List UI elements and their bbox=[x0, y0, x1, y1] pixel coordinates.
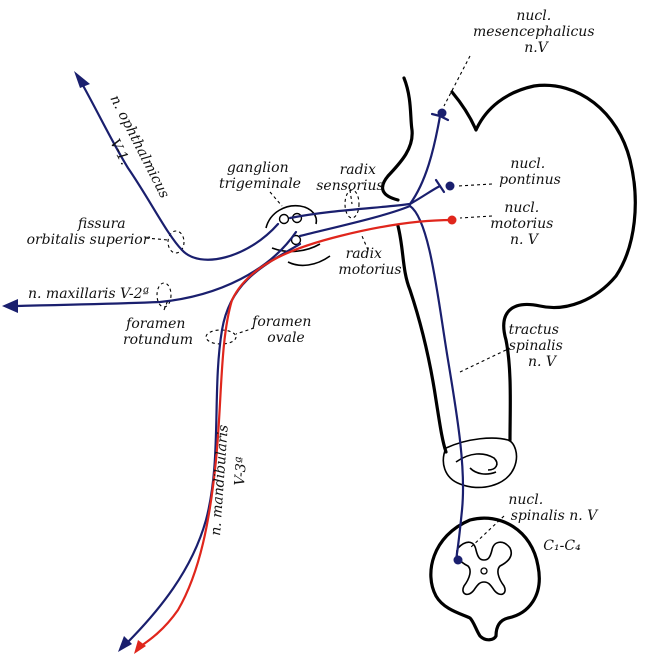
pontine-nucleus bbox=[445, 181, 455, 191]
pontine-terminal bbox=[434, 178, 446, 194]
spinal-cord-section bbox=[429, 516, 541, 642]
label-nucl-spinalis: nucl. spinalis n. V bbox=[508, 492, 599, 524]
leader-lines bbox=[145, 55, 507, 549]
label-cervical-segments: C₁-C₄ bbox=[543, 538, 581, 554]
label-tractus-spinalis: tractus spinalis n. V bbox=[509, 322, 568, 370]
cerebellum-contour bbox=[450, 83, 637, 442]
mesencephalic-tract bbox=[408, 114, 442, 206]
nuclei bbox=[437, 108, 463, 565]
mandibular-arrowhead bbox=[118, 636, 132, 652]
pontine-branch bbox=[408, 184, 442, 206]
label-v3: V-3ª bbox=[232, 456, 250, 487]
mesencephalic-nucleus bbox=[437, 108, 447, 118]
label-nucl-motorius: nucl. motorius n. V bbox=[490, 200, 558, 248]
motor-arrowhead bbox=[134, 640, 146, 654]
fissura-orbitalis-marker bbox=[167, 230, 185, 254]
label-foramen-ovale: foramen ovale bbox=[251, 314, 316, 346]
label-fissura-orbitalis: fissura orbitalis superior bbox=[27, 216, 151, 248]
spinal-cord-outline bbox=[429, 516, 541, 642]
labels: nucl. mesencephalicus n.V nucl. pontinus… bbox=[27, 8, 600, 554]
sensory-root-lower bbox=[298, 204, 412, 238]
foramen-ovale-marker bbox=[205, 329, 237, 345]
motor-pathways bbox=[136, 218, 454, 650]
motor-nucleus bbox=[447, 215, 457, 225]
label-nucl-mesencephalicus: nucl. mesencephalicus n.V bbox=[473, 8, 599, 56]
trigeminal-ganglion bbox=[265, 204, 331, 267]
central-canal bbox=[480, 567, 488, 575]
midbrain-contour bbox=[380, 76, 414, 202]
foramen-rotundum-marker bbox=[156, 282, 172, 308]
label-n-mandibularis: n. mandibularis bbox=[208, 424, 232, 536]
arrowheads bbox=[2, 71, 146, 654]
medulla-section-detail bbox=[455, 453, 498, 475]
label-foramen-rotundum: foramen rotundum bbox=[123, 316, 193, 348]
spinal-tract bbox=[408, 204, 465, 562]
label-ganglion-trigeminale: ganglion trigeminale bbox=[219, 160, 301, 192]
spinal-gray-matter bbox=[455, 541, 513, 596]
motor-root bbox=[136, 218, 454, 650]
medulla-section bbox=[442, 437, 518, 489]
brainstem-outline bbox=[380, 76, 637, 489]
label-radix-sensorius: radix sensorius bbox=[316, 162, 383, 194]
label-n-maxillaris: n. maxillaris V-2ª bbox=[28, 286, 149, 302]
label-radix-motorius: radix motorius bbox=[338, 246, 401, 278]
radix-sensorius-marker bbox=[344, 189, 360, 219]
label-nucl-pontinus: nucl. pontinus bbox=[499, 156, 561, 188]
maxillary-arrowhead bbox=[2, 299, 18, 313]
ophthalmic-nerve bbox=[78, 78, 280, 261]
spinal-nucleus bbox=[453, 555, 463, 565]
sensory-root-upper bbox=[288, 202, 412, 220]
foramina bbox=[156, 189, 360, 345]
medulla-left-wall bbox=[396, 224, 448, 454]
ophthalmic-arrowhead bbox=[74, 71, 90, 88]
mandibular-nerve bbox=[122, 242, 302, 648]
